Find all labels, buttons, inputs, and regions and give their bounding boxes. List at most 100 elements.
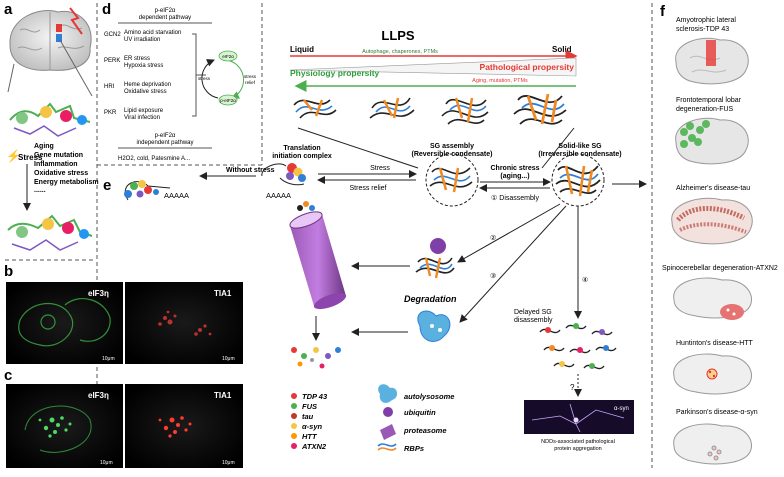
llps-title: LLPS	[381, 28, 415, 43]
legend-ubiquitin: ubiquitin	[404, 408, 436, 417]
stress-arrow-label: Stress	[370, 165, 390, 172]
stressed-neurons	[7, 214, 93, 251]
label-b-eif3: eIF3η	[88, 289, 109, 298]
stimulus-pkr-1: Lipid exposure	[124, 108, 164, 114]
solid-sg-circle	[551, 153, 605, 207]
brain-hd	[673, 353, 752, 395]
factor-aging: Aging	[34, 143, 54, 150]
eif3-cell-outline-c	[24, 405, 92, 453]
llps-solid: Solid	[552, 45, 572, 54]
llps-wedge	[289, 57, 577, 77]
legend-rbps: RBPs	[404, 444, 424, 453]
scale-b-right: 10μm	[222, 356, 235, 362]
kinase-gcn2: GCN2	[104, 32, 121, 38]
factor-ellipsis: ......	[34, 187, 46, 194]
panel-label-d: d	[102, 1, 111, 18]
stress-relief-label: Stress relief	[350, 185, 387, 192]
cycle-left: stress	[198, 76, 211, 81]
condensate-liquid	[293, 99, 337, 119]
sg-assembly-title: SG assembly	[430, 143, 474, 150]
solid-sg-title: Solid-like SG	[558, 143, 602, 150]
micrograph-c-tia1	[125, 384, 243, 468]
stimulus-hri-2: Oxidative stress	[124, 89, 167, 95]
disease-ad: Alzheimer's disease-tau	[676, 185, 750, 192]
legend-htt: HTT	[302, 432, 318, 441]
panel-label-f: f	[660, 3, 666, 20]
eif3-cells-b	[18, 297, 111, 347]
tia1-cells-b	[158, 310, 212, 336]
aging-label: (aging...)	[500, 173, 529, 180]
tia1-granules-c	[158, 416, 192, 438]
disease-sca: Spinocerebellar degeneration-ATXN2	[662, 265, 778, 272]
panel-label-b: b	[4, 263, 13, 280]
legend-tdp43: TDP 43	[302, 392, 328, 401]
micrograph-b-tia1	[125, 282, 243, 364]
micrograph-b-eif3	[6, 282, 123, 364]
asyn-micrograph	[524, 400, 634, 434]
llps-pathological: Pathological propersity	[480, 62, 575, 72]
kinase-list: GCN2 Amino acid starvation UV irradiatio…	[104, 30, 181, 121]
funnel-line-left	[297, 127, 419, 169]
cycle-bottom: p-eIF2α	[220, 98, 236, 103]
zoom-line-left	[7, 63, 15, 93]
scale-b-left: 10μm	[102, 356, 115, 362]
scale-c-left: 10μm	[100, 460, 113, 466]
panel-label-a: a	[4, 1, 13, 18]
condensate-solid	[513, 93, 567, 125]
mrna-loop-left: AAAAA	[124, 180, 189, 201]
stress-factor-list: Aging Gene mutation Inflammation Oxidati…	[34, 143, 99, 194]
disease-pd: Parkinson's disease-α-syn	[676, 409, 758, 416]
brain-illustration	[9, 7, 92, 71]
legend-left: TDP 43 FUS tau α-syn HTT ATXN2	[291, 392, 328, 451]
stimulus-perk-2: Hypoxia stress	[124, 63, 163, 69]
legend-atxn2: ATXN2	[301, 442, 327, 451]
llps-top-arrow-label: Autophage, chaperones, PTMs	[362, 49, 438, 55]
disassembly-label: ① Disassembly	[491, 194, 539, 202]
delayed-aggregates	[539, 323, 617, 370]
without-stress-label: Without stress	[226, 167, 275, 174]
legend-tau: tau	[302, 412, 314, 421]
kinase-pkr: PKR	[104, 110, 117, 116]
degraded-peptides	[291, 347, 341, 369]
ubiquitin-cluster	[415, 238, 455, 279]
path-2-arrow	[457, 203, 561, 263]
stress-bolt-icon: ⚡	[6, 149, 21, 163]
label-b-tia1: TIA1	[214, 289, 232, 298]
stimulus-gcn2-1: Amino acid starvation	[124, 30, 181, 36]
brain-ad	[671, 197, 753, 245]
legend-right: autolysosome ubiquitin proteasome RBPs	[377, 384, 454, 453]
kinase-bracket	[192, 33, 206, 117]
step-2: ②	[490, 234, 496, 242]
sg-assembly-content	[429, 167, 473, 193]
proteasome-cylinder	[289, 201, 347, 310]
sg-assembly-circle	[425, 153, 479, 207]
legend-fus: FUS	[302, 402, 317, 411]
solid-sg-irreversible: (Irreversible condensate)	[538, 151, 621, 158]
kinase-perk: PERK	[104, 58, 120, 64]
scale-c-right: 10μm	[222, 460, 235, 466]
brain-sca	[673, 277, 752, 320]
degradation-label: Degradation	[404, 294, 457, 304]
legend-autolysosome: autolysosome	[404, 392, 454, 401]
stimulus-gcn2-2: UV irradiation	[124, 37, 160, 43]
factor-inflammation: Inflammation	[34, 161, 78, 168]
independent-items: H2O2, cold, Patesmine A...	[118, 156, 190, 162]
funnel-line-right	[541, 127, 575, 169]
condensate-dense	[441, 97, 489, 125]
factor-oxidative-stress: Oxidative stress	[34, 170, 88, 177]
asyn-core	[573, 417, 579, 423]
polyA-center: AAAAA	[266, 191, 291, 200]
cycle-top: eIF2α	[222, 54, 234, 59]
brain-pd	[673, 423, 752, 465]
panel-label-c: c	[4, 367, 12, 384]
stimulus-hri-1: Heme deprivation	[124, 82, 171, 88]
brain-ftld	[675, 117, 749, 165]
